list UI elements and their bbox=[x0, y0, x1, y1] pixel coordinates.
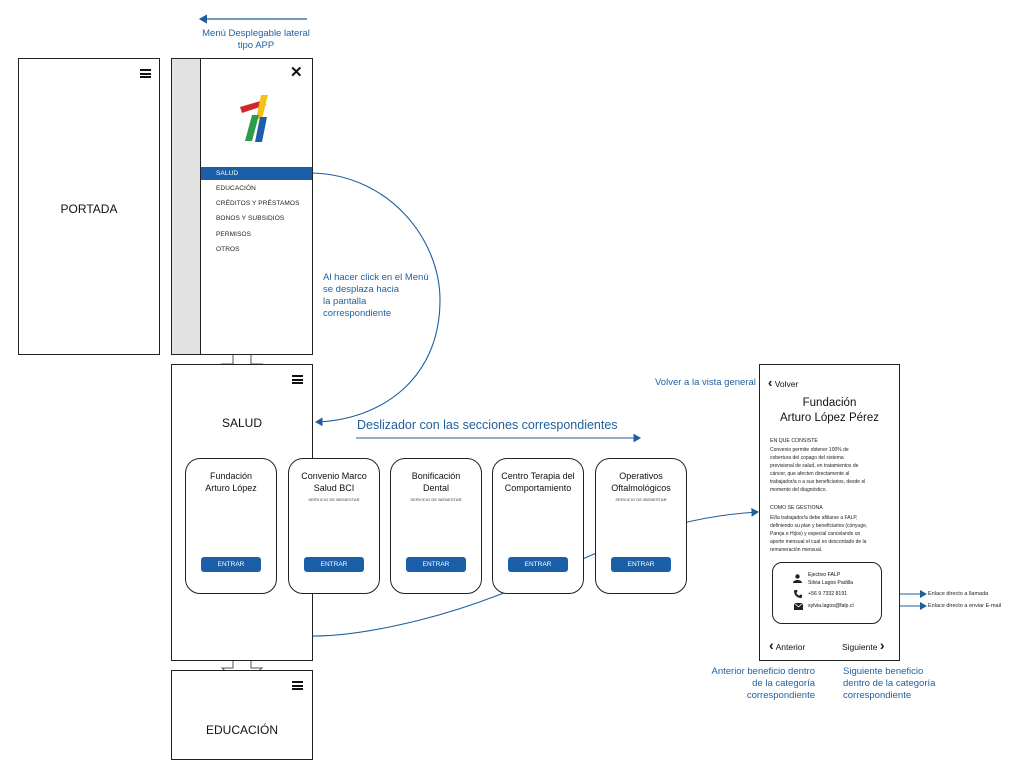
hamburger-menu-icon[interactable] bbox=[292, 375, 303, 384]
card-subtitle: SERVICIO DE BIENESTAR bbox=[615, 497, 667, 502]
salud-title: SALUD bbox=[221, 416, 262, 430]
enter-button[interactable]: ENTRAR bbox=[201, 557, 261, 572]
enter-button[interactable]: ENTRAR bbox=[611, 557, 671, 572]
card-subtitle: SERVICIO DE BIENESTAR bbox=[410, 497, 462, 502]
enter-button[interactable]: ENTRAR bbox=[508, 557, 568, 572]
next-button[interactable]: Siguiente › bbox=[842, 637, 885, 653]
menu-item-bonos[interactable]: BONOS Y SUBSIDIOS bbox=[216, 215, 285, 222]
chevron-left-icon: ‹ bbox=[769, 637, 774, 653]
email-link-annotation: Enlace directo a enviar E-mail bbox=[928, 603, 1002, 609]
menu-item-creditos[interactable]: CRÉDITOS Y PRÉSTAMOS bbox=[216, 200, 300, 207]
section-text: Convenio permite obtener 100% de cobertu… bbox=[770, 447, 866, 493]
chevron-left-icon: ‹ bbox=[768, 375, 773, 390]
side-menu-annotation: Menú Desplegable lateral tipo APP bbox=[202, 28, 310, 51]
menu-click-annotation: Al hacer click en el Menú se desplaza ha… bbox=[323, 272, 429, 319]
detail-screen bbox=[759, 364, 900, 661]
menu-item-permisos[interactable]: PERMISOS bbox=[216, 231, 252, 238]
hamburger-menu-icon[interactable] bbox=[140, 69, 151, 78]
enter-button[interactable]: ENTRAR bbox=[406, 557, 466, 572]
back-overview-annotation: Volver a la vista general bbox=[655, 377, 756, 388]
close-icon[interactable]: ✕ bbox=[290, 64, 303, 81]
detail-title: Fundación Arturo López Pérez bbox=[779, 397, 880, 424]
enter-button[interactable]: ENTRAR bbox=[304, 557, 364, 572]
section-heading: COMO SE GESTIONA bbox=[770, 505, 823, 511]
contact-card bbox=[772, 562, 882, 624]
card-subtitle: SERVICIO DE BIENESTAR bbox=[308, 497, 360, 502]
portada-title: PORTADA bbox=[60, 202, 118, 216]
contact-name: Silvia Lagos Padilla bbox=[808, 580, 853, 586]
back-button[interactable]: ‹ Volver bbox=[768, 375, 798, 390]
chevron-right-icon: › bbox=[879, 637, 885, 653]
next-label: Siguiente bbox=[842, 642, 878, 652]
menu-item-educacion[interactable]: EDUCACIÓN bbox=[216, 185, 256, 192]
educacion-screen: EDUCACIÓN bbox=[171, 670, 313, 760]
hamburger-menu-icon[interactable] bbox=[292, 681, 303, 690]
contact-phone[interactable]: +56 9 7332 8191 bbox=[808, 591, 848, 597]
slider-annotation: Deslizador con las secciones correspondi… bbox=[357, 418, 618, 432]
prev-label: Anterior bbox=[775, 642, 806, 652]
contact-role: Ejectivo FALP bbox=[808, 572, 841, 578]
prev-benefit-annotation: Anterior beneficio dentro de la categorí… bbox=[711, 666, 815, 701]
mail-icon[interactable] bbox=[794, 603, 803, 610]
sidebar-gray-panel bbox=[172, 59, 201, 354]
menu-item-otros[interactable]: OTROS bbox=[216, 246, 240, 253]
next-benefit-annotation: Siguiente beneficio dentro de la categor… bbox=[843, 666, 936, 701]
side-menu-screen: ✕ bbox=[171, 58, 313, 355]
prev-button[interactable]: ‹ Anterior bbox=[769, 637, 805, 653]
section-heading: EN QUE CONSISTE bbox=[770, 438, 818, 444]
contact-email[interactable]: sylvia.lagos@falp.cl bbox=[808, 603, 854, 609]
portada-screen: PORTADA bbox=[18, 58, 160, 355]
falp-logo bbox=[240, 95, 268, 142]
phone-icon[interactable] bbox=[794, 590, 802, 598]
person-icon bbox=[793, 574, 802, 583]
menu-click-arc bbox=[311, 172, 441, 427]
section-text: El/la trabajador/a debe afiliarse a FALP… bbox=[770, 515, 868, 553]
call-link-annotation: Enlace directo a llamada bbox=[928, 591, 989, 597]
back-label: Volver bbox=[774, 379, 799, 389]
menu-item-salud[interactable]: SALUD bbox=[201, 167, 312, 180]
educacion-title: EDUCACIÓN bbox=[205, 723, 278, 737]
